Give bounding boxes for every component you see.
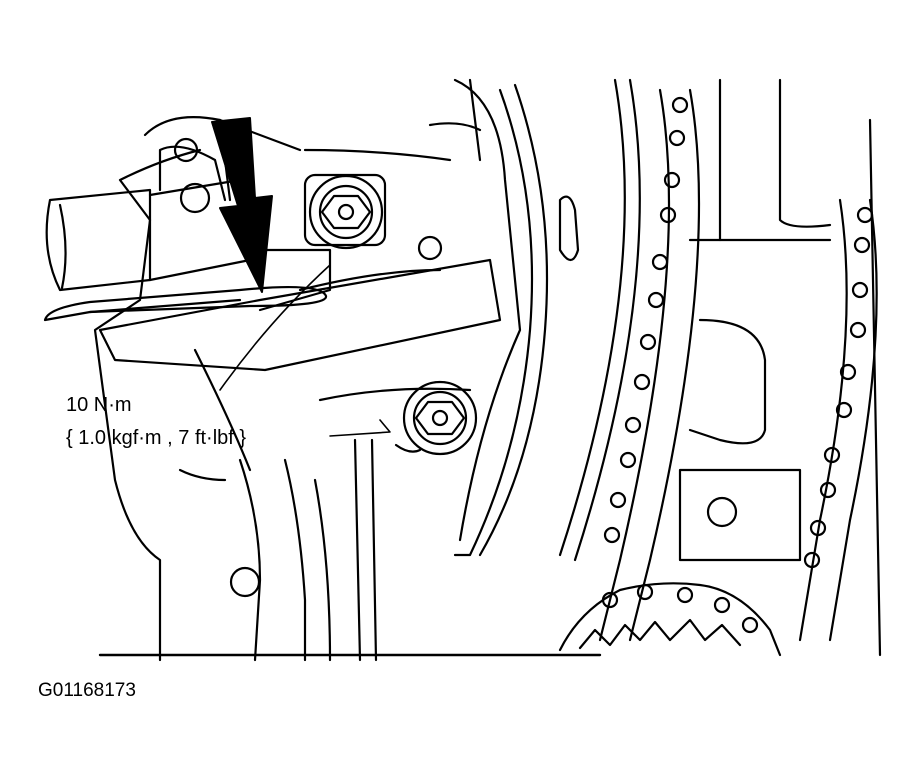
crankshaft-sprocket xyxy=(558,582,782,657)
down-arrow-icon xyxy=(211,117,273,293)
figure-id-label: G01168173 xyxy=(38,680,136,701)
cover-bolt-hole xyxy=(229,566,261,598)
tensioner-stopper-pin xyxy=(43,286,328,322)
torque-alt-units-label: { 1.0 kgf·m , 7 ft·lbf } xyxy=(66,427,247,449)
timing-chain xyxy=(598,88,878,642)
tensioner-upper-bolt xyxy=(308,174,384,250)
guide-slot xyxy=(417,235,443,261)
torque-value-label: 10 N·m xyxy=(66,394,132,416)
tensioner-pivot-hole xyxy=(179,182,211,214)
callout-leader-lines xyxy=(219,264,391,437)
chain-tensioner-body xyxy=(45,137,502,372)
tensioner-lower-bolt xyxy=(394,380,478,456)
lower-housing xyxy=(678,78,882,657)
engine-cover-outline xyxy=(93,78,602,662)
chain-tensioner-arm xyxy=(417,78,641,562)
tensioner-upper-hole xyxy=(173,137,199,163)
